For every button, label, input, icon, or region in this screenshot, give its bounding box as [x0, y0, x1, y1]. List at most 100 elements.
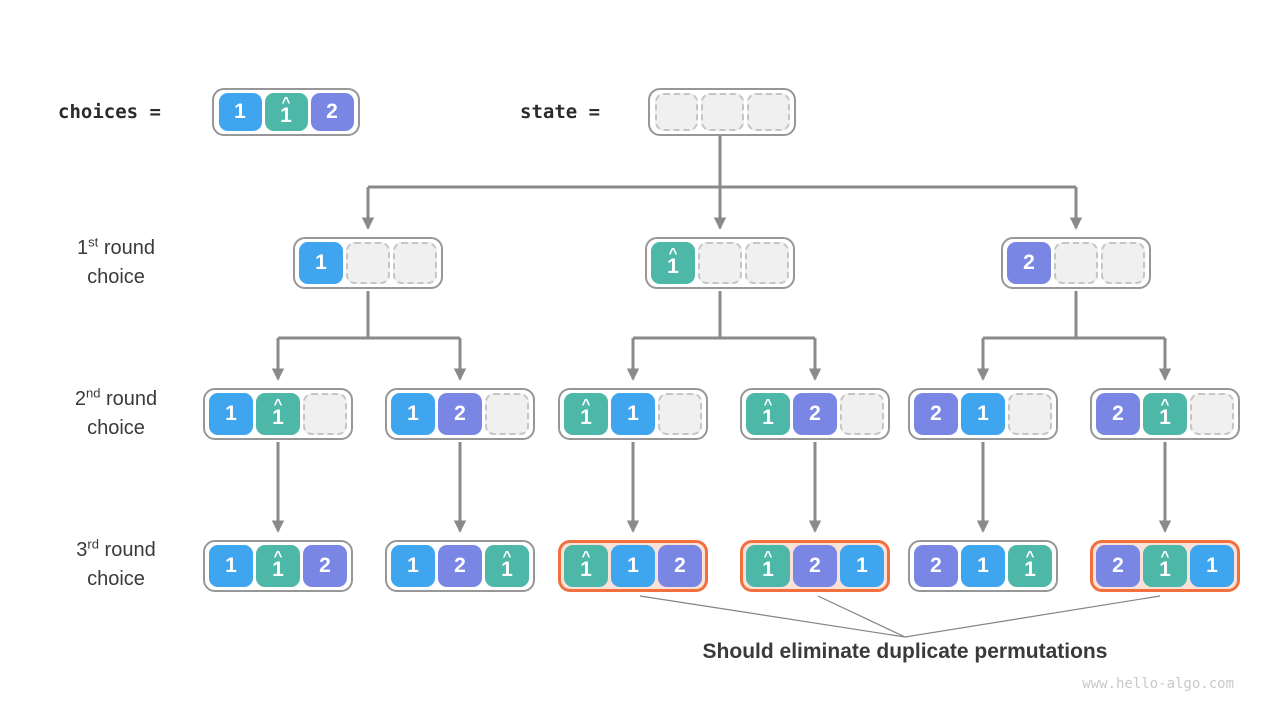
cell-digit: 1: [234, 100, 246, 123]
cell-digit: 2: [1112, 554, 1124, 577]
row-label-3rd-round: 3rd round choice: [76, 536, 156, 590]
cell-digit: 1: [407, 554, 419, 577]
cell-digit: 2: [809, 402, 821, 425]
cell-2: 2: [1096, 545, 1140, 587]
cell-digit: 1: [667, 254, 679, 278]
cell-digit: 1: [580, 405, 592, 429]
cell-digit: 1: [627, 402, 639, 425]
state-box: 2: [1001, 237, 1151, 289]
hat-mark: ^: [273, 547, 283, 565]
cell-digit: 1: [225, 554, 237, 577]
cell-1: 1: [961, 393, 1005, 435]
cell-digit: 1: [501, 557, 513, 581]
cell-2: 2: [1007, 242, 1051, 284]
cell-1: 1: [961, 545, 1005, 587]
cell-digit: 1: [1159, 405, 1171, 429]
cell-digit: 1: [580, 557, 592, 581]
cell-digit: 1: [1159, 557, 1171, 581]
state-box: 1^1: [203, 388, 353, 440]
cell-digit: 2: [319, 554, 331, 577]
cell-digit: 2: [1023, 251, 1035, 274]
cell-digit: 2: [454, 554, 466, 577]
cell-digit: 1: [1024, 557, 1036, 581]
cell-1-hat: ^1: [485, 545, 529, 587]
hat-mark: ^: [668, 244, 678, 262]
cell-2: 2: [438, 393, 482, 435]
duplicate-callout-lines: [639, 595, 1161, 638]
cell-2: 2: [793, 393, 837, 435]
cell-1: 1: [391, 545, 435, 587]
cell-digit: 1: [225, 402, 237, 425]
cell-2: 2: [914, 545, 958, 587]
state-box: ^1 2: [740, 388, 890, 440]
watermark: www.hello-algo.com: [1082, 676, 1234, 692]
cell-empty: [745, 242, 789, 284]
cell-1-hat: ^1: [651, 242, 695, 284]
cell-empty: [658, 393, 702, 435]
cell-1-hat: ^1: [746, 393, 790, 435]
cell-digit: 2: [930, 402, 942, 425]
cell-1: 1: [611, 393, 655, 435]
cell-digit: 1: [280, 103, 292, 127]
duplicate-annotation: Should eliminate duplicate permutations: [702, 640, 1108, 663]
row-label-1st-round: 1st round choice: [77, 234, 155, 288]
cell-2: 2: [793, 545, 837, 587]
cell-digit: 1: [977, 554, 989, 577]
cell-1-hat: ^1: [256, 393, 300, 435]
cell-1: 1: [611, 545, 655, 587]
cell-2: 2: [303, 545, 347, 587]
cell-1-hat: ^1: [256, 545, 300, 587]
hat-mark: ^: [1160, 395, 1170, 413]
cell-digit: 1: [627, 554, 639, 577]
hat-mark: ^: [581, 395, 591, 413]
cell-empty: [303, 393, 347, 435]
cell-2: 2: [658, 545, 702, 587]
cell-digit: 2: [326, 100, 338, 123]
cell-1: 1: [391, 393, 435, 435]
cell-digit: 2: [930, 554, 942, 577]
cell-1-hat: ^1: [1008, 545, 1052, 587]
cell-empty: [1054, 242, 1098, 284]
cell-digit: 1: [762, 405, 774, 429]
cell-1: 1: [840, 545, 884, 587]
hat-mark: ^: [281, 93, 291, 111]
hat-mark: ^: [763, 547, 773, 565]
cell-empty: [393, 242, 437, 284]
cell-1: 1: [1190, 545, 1234, 587]
cell-2: 2: [310, 93, 354, 131]
cell-1-hat: ^1: [1143, 393, 1187, 435]
cell-digit: 1: [272, 405, 284, 429]
cell-empty: [1101, 242, 1145, 284]
cell-digit: 1: [977, 402, 989, 425]
cell-digit: 1: [762, 557, 774, 581]
cell-empty: [346, 242, 390, 284]
hat-mark: ^: [1025, 547, 1035, 565]
cell-1-hat: ^1: [746, 545, 790, 587]
cell-1-hat: ^1: [264, 93, 308, 131]
cell-digit: 2: [454, 402, 466, 425]
cell-empty: [485, 393, 529, 435]
cell-empty: [1190, 393, 1234, 435]
state-box-root: [648, 88, 796, 136]
hat-mark: ^: [763, 395, 773, 413]
state-box: 1: [293, 237, 443, 289]
cell-digit: 1: [272, 557, 284, 581]
cell-1-hat: ^1: [1143, 545, 1187, 587]
cell-digit: 2: [674, 554, 686, 577]
state-label: state =: [520, 101, 601, 123]
choices-label: choices =: [58, 101, 161, 123]
hat-mark: ^: [1160, 547, 1170, 565]
cell-2: 2: [1096, 393, 1140, 435]
cell-1: 1: [209, 545, 253, 587]
cell-empty: [840, 393, 884, 435]
cell-1: 1: [209, 393, 253, 435]
